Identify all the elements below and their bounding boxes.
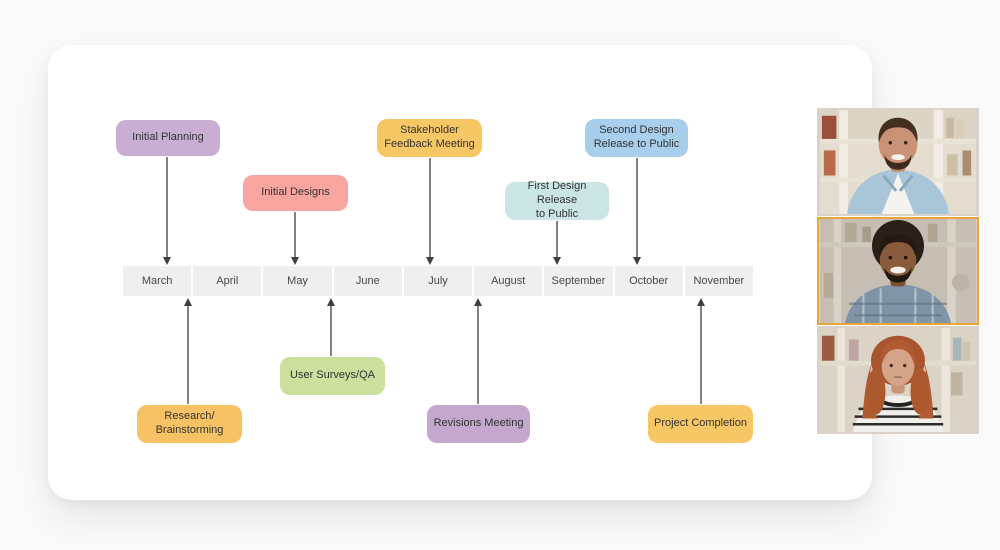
arrow-user-surveys-qa <box>327 298 335 356</box>
participant-1-illustration <box>820 110 976 214</box>
month-cell-october[interactable]: October <box>614 266 683 296</box>
milestone-card-initial-planning[interactable]: Initial Planning <box>116 120 220 156</box>
timeline-month-band: March April May June July August Septemb… <box>123 266 753 296</box>
arrow-initial-designs <box>291 212 299 265</box>
month-cell-june[interactable]: June <box>333 266 402 296</box>
month-cell-may[interactable]: May <box>263 266 332 296</box>
month-cell-september[interactable]: September <box>544 266 613 296</box>
milestone-card-user-surveys-qa[interactable]: User Surveys/QA <box>280 357 385 395</box>
milestone-card-project-completion[interactable]: Project Completion <box>648 405 753 443</box>
milestone-card-revisions-meeting[interactable]: Revisions Meeting <box>427 405 530 443</box>
arrow-second-design-release <box>633 158 641 265</box>
milestone-card-stakeholder-feedback-meeting[interactable]: Stakeholder Feedback Meeting <box>377 119 482 157</box>
participant-3-illustration <box>820 328 976 432</box>
arrow-research-brainstorming <box>184 298 192 404</box>
milestone-card-research-brainstorming[interactable]: Research/ Brainstorming <box>137 405 242 443</box>
month-cell-july[interactable]: July <box>403 266 473 296</box>
month-cell-march[interactable]: March <box>123 266 192 296</box>
milestone-card-initial-designs[interactable]: Initial Designs <box>243 175 348 211</box>
video-call-strip <box>817 108 979 434</box>
arrow-revisions-meeting <box>474 298 482 404</box>
video-tile-participant-1[interactable] <box>817 108 979 216</box>
participant-2-illustration <box>820 219 976 323</box>
arrow-stakeholder-feedback-meeting <box>426 158 434 265</box>
video-tile-participant-2[interactable] <box>817 217 979 325</box>
month-cell-august[interactable]: August <box>474 266 543 296</box>
arrow-project-completion <box>697 298 705 404</box>
month-cell-april[interactable]: April <box>193 266 262 296</box>
month-cell-november[interactable]: November <box>684 266 753 296</box>
arrow-first-design-release <box>553 221 561 265</box>
arrow-initial-planning <box>163 157 171 265</box>
video-tile-participant-3[interactable] <box>817 326 979 434</box>
whiteboard-canvas[interactable]: March April May June July August Septemb… <box>48 45 872 500</box>
milestone-card-second-design-release[interactable]: Second Design Release to Public <box>585 119 688 157</box>
milestone-card-first-design-release[interactable]: First Design Release to Public <box>505 180 609 220</box>
